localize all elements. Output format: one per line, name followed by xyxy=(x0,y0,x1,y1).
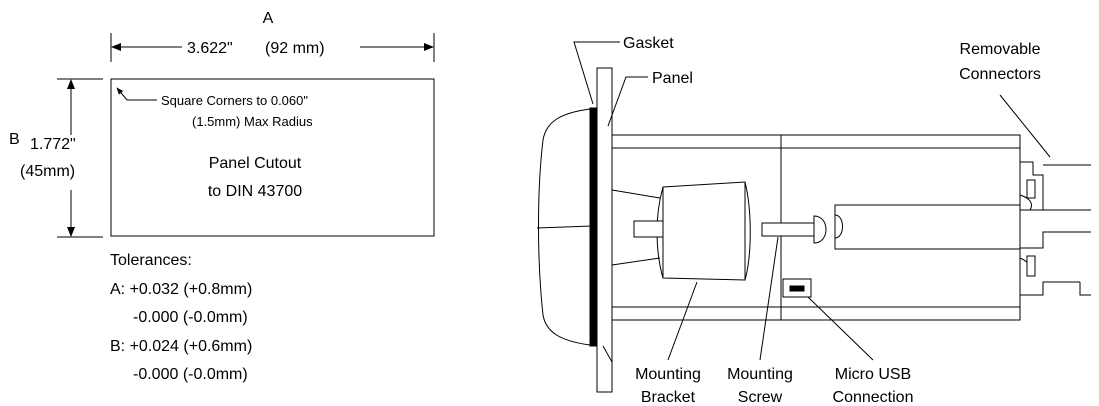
tolerance-b-line2: -0.000 (-0.0mm) xyxy=(133,366,248,383)
usb-label-line2: Connection xyxy=(833,389,914,406)
connectors-label-line2: Connectors xyxy=(959,66,1041,83)
bracket-rear-curve xyxy=(744,181,751,281)
corner-note-line2: (1.5mm) Max Radius xyxy=(192,114,313,129)
panel-cutout-drawing: A 3.622" (92 mm) B 1.772" (45mm) Square … xyxy=(9,10,435,238)
dim-b-value: 1.772" xyxy=(30,136,76,153)
tolerances-heading: Tolerances: xyxy=(110,252,192,269)
connectors-leader xyxy=(999,94,1051,158)
screw-head xyxy=(813,215,827,244)
cutout-title-line1: Panel Cutout xyxy=(209,155,302,172)
dim-b-letter: B xyxy=(9,131,20,148)
gasket-leader xyxy=(573,41,620,105)
removable-connector-bottom xyxy=(1019,231,1091,296)
tolerance-a-line2: -0.000 (-0.0mm) xyxy=(133,309,248,326)
panel-plate xyxy=(596,67,613,393)
removable-connector-top xyxy=(1019,161,1091,211)
side-view-callouts: Gasket Panel Removable Connectors Mounti… xyxy=(573,35,1051,406)
panel-leader xyxy=(607,76,648,127)
housing-ledge-bottom xyxy=(611,257,661,266)
rear-module xyxy=(834,204,1021,250)
bracket-leader xyxy=(667,281,698,361)
panel-shadow-line xyxy=(602,345,613,363)
gasket-label: Gasket xyxy=(623,35,674,52)
side-view-drawing xyxy=(536,67,1091,393)
bezel-seam xyxy=(536,225,593,229)
screw-label-line1: Mounting xyxy=(727,366,793,383)
bracket-label-line2: Bracket xyxy=(641,389,696,406)
usb-leader xyxy=(807,296,874,361)
mounting-bracket-body xyxy=(662,181,746,281)
rear-module-notch xyxy=(834,214,843,239)
usb-label-line1: Micro USB xyxy=(835,366,911,383)
cutout-title-line2: to DIN 43700 xyxy=(208,183,302,200)
screw-leader xyxy=(759,236,779,361)
usb-port-inner xyxy=(789,285,805,292)
screw-shaft xyxy=(761,222,815,237)
dim-a-letter: A xyxy=(263,10,274,27)
dim-a-mm: (92 mm) xyxy=(265,40,325,57)
corner-note-leader xyxy=(116,87,157,101)
tolerance-a-line1: A: +0.032 (+0.8mm) xyxy=(110,281,252,298)
bracket-stub xyxy=(633,220,664,238)
cutout-rectangle xyxy=(110,78,435,237)
tolerance-b-line1: B: +0.024 (+0.6mm) xyxy=(110,338,252,355)
connectors-label-line1: Removable xyxy=(960,41,1041,58)
housing-ledge-top xyxy=(611,189,661,199)
gasket xyxy=(589,107,598,347)
tolerances-block: Tolerances: A: +0.032 (+0.8mm) -0.000 (-… xyxy=(110,252,252,383)
panel-label: Panel xyxy=(652,70,693,87)
dim-a-value: 3.622" xyxy=(187,40,233,57)
dim-b-mm: (45mm) xyxy=(20,163,75,180)
corner-note-line1: Square Corners to 0.060" xyxy=(161,93,308,108)
screw-label-line2: Screw xyxy=(738,389,783,406)
bracket-label-line1: Mounting xyxy=(635,366,701,383)
